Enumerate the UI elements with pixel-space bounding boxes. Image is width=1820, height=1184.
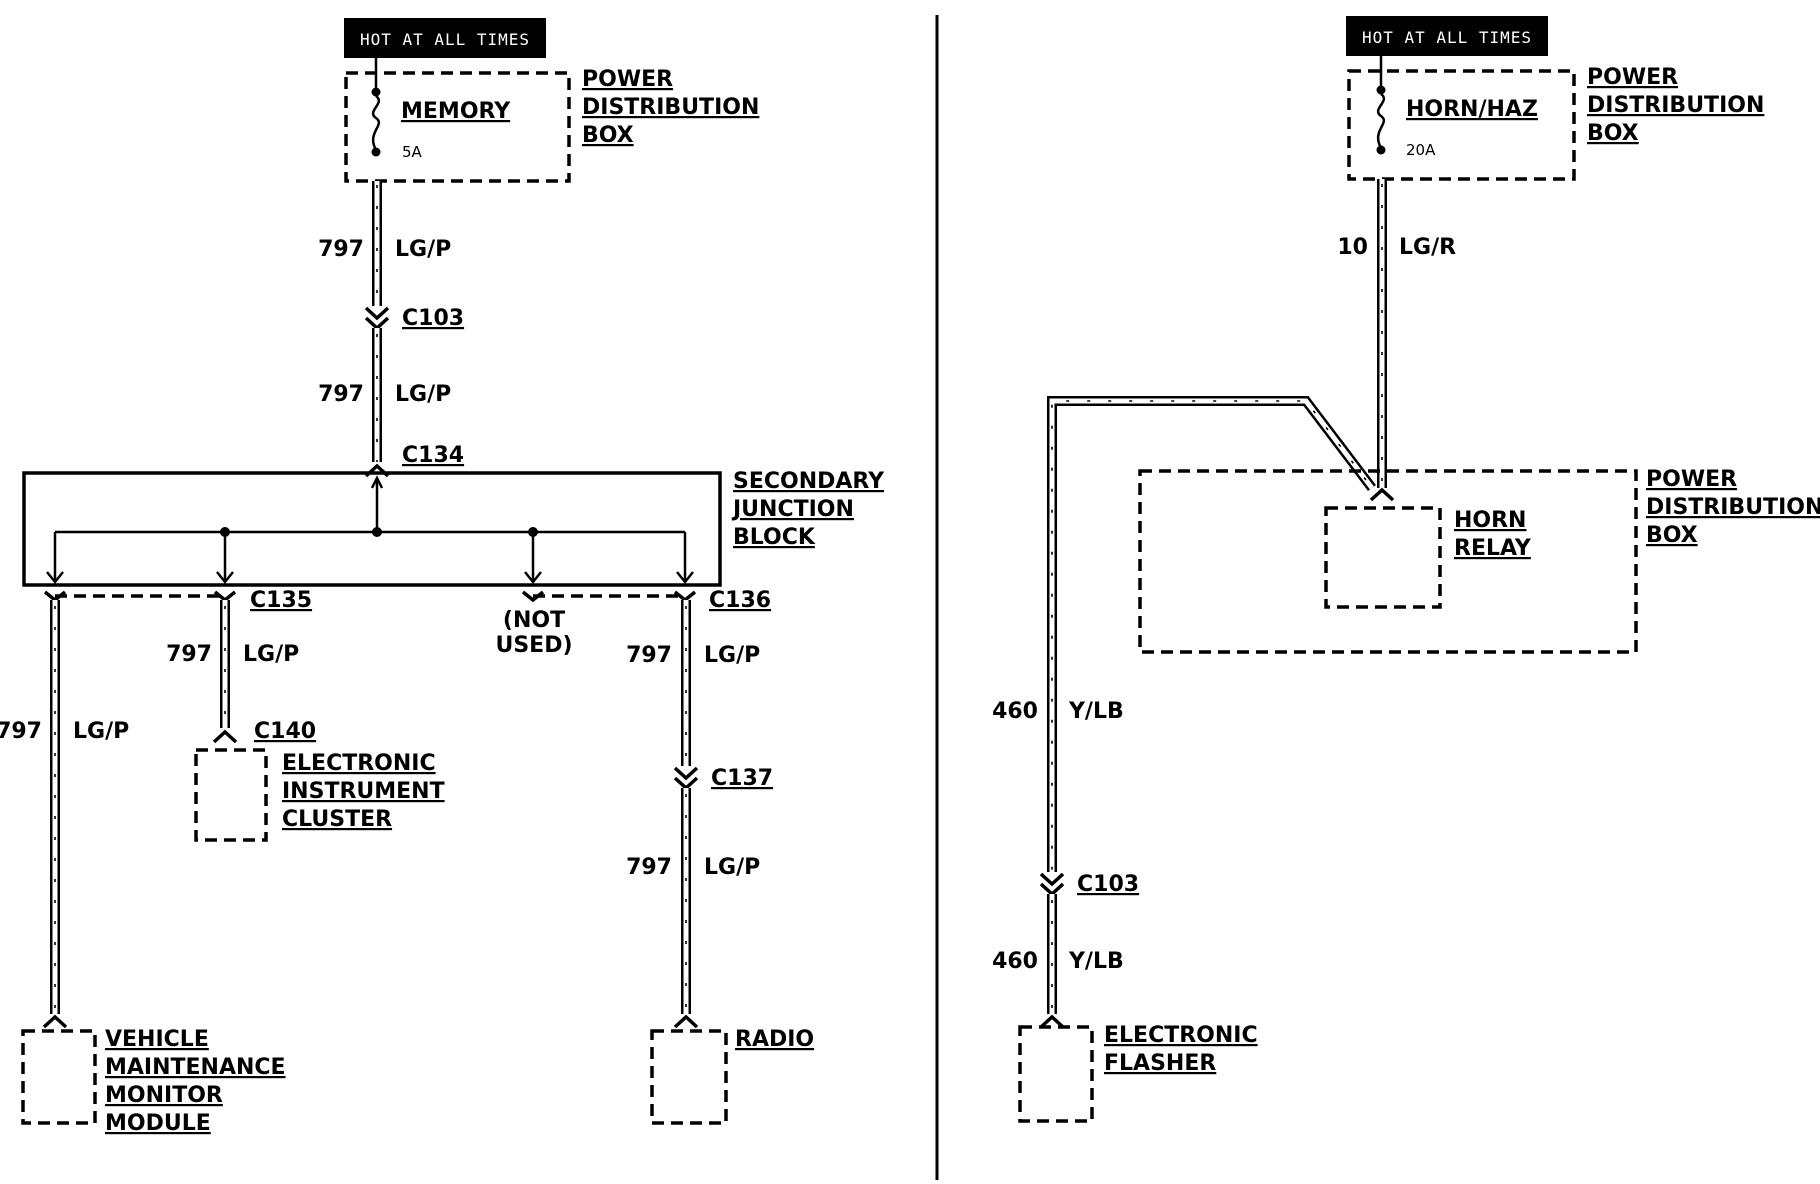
wire-number: 797 (166, 642, 212, 667)
fuse-memory-icon (371, 94, 381, 151)
pdb-label-line1: POWER (582, 67, 673, 92)
eic-label-line3: CLUSTER (282, 807, 392, 832)
connector-radio-icon (673, 1014, 699, 1029)
fuse-name: HORN/HAZ (1406, 97, 1538, 122)
sjb-label-line2: JUNCTION (731, 497, 854, 522)
connector-c134-label: C134 (402, 443, 464, 468)
wire-460-upper (1047, 396, 1376, 872)
wire-color: LG/P (243, 642, 299, 667)
connector-c136-label: C136 (709, 588, 771, 613)
power-distribution-box (344, 71, 571, 183)
wire-color: LG/P (395, 382, 451, 407)
fuse-terminal-top (1376, 85, 1386, 95)
radio-label: RADIO (735, 1027, 814, 1052)
pdb2-label-line2: DISTRIBUTION (1646, 495, 1820, 520)
pdb2-label-line3: BOX (1646, 523, 1698, 548)
pdb-label-line2: DISTRIBUTION (1587, 93, 1764, 118)
left-circuit: HOT AT ALL TIMES MEMORY 5A POWER DISTRIB… (0, 18, 885, 1136)
hot-at-all-times-label: HOT AT ALL TIMES (360, 30, 530, 49)
connector-c103-icon (364, 306, 390, 331)
wire-color: LG/P (395, 237, 451, 262)
connector-c140-label: C140 (254, 719, 316, 744)
vmm-label-line2: MAINTENANCE (105, 1055, 286, 1080)
pdb-label-line3: BOX (582, 123, 634, 148)
power-distribution-box-relay (1138, 469, 1638, 654)
connector-c140-icon (212, 729, 238, 744)
connector-c103-icon (1039, 872, 1065, 897)
wire-number: 797 (318, 382, 364, 407)
sjb-label-line3: BLOCK (733, 525, 816, 550)
relay-connector-icon (1369, 487, 1395, 502)
wire-color: LG/R (1399, 235, 1456, 260)
connector-radio-top-icon (673, 590, 697, 603)
fuse-horn-haz-icon (1376, 92, 1386, 149)
horn-relay-box (1324, 506, 1442, 609)
wire-color: LG/P (704, 855, 760, 880)
vmm-label-line4: MODULE (105, 1111, 211, 1136)
right-circuit: HOT AT ALL TIMES HORN/HAZ 20A POWER DIST… (992, 16, 1820, 1123)
connector-vmm-icon (42, 1014, 68, 1029)
hot-at-all-times-banner (1346, 16, 1548, 56)
fuse-terminal-bottom (371, 147, 381, 157)
wire-color: Y/LB (1068, 949, 1124, 974)
wire-number: 460 (992, 699, 1038, 724)
flasher-label-line1: ELECTRONIC (1104, 1023, 1258, 1048)
connector-c135-label: C135 (250, 588, 312, 613)
eic-label-line2: INSTRUMENT (282, 779, 445, 804)
vehicle-maintenance-monitor-module-box (21, 1029, 97, 1125)
connector-eic-top-icon (213, 590, 237, 603)
pdb2-label-line1: POWER (1646, 467, 1737, 492)
horn-relay-line2: RELAY (1454, 536, 1532, 561)
wire-number: 460 (992, 949, 1038, 974)
pdb-label-line3: BOX (1587, 121, 1639, 146)
sjb-label-line1: SECONDARY (733, 469, 885, 494)
not-used-line2: USED) (495, 633, 572, 658)
connector-c137-label: C137 (711, 766, 773, 791)
power-distribution-box (1347, 69, 1576, 181)
electronic-flasher-box (1018, 1025, 1094, 1123)
fuse-name: MEMORY (401, 99, 511, 124)
connector-c137-icon (673, 766, 699, 791)
pdb-label-line2: DISTRIBUTION (582, 95, 759, 120)
eic-label-line1: ELECTRONIC (282, 751, 436, 776)
connector-not-used-icon (521, 590, 545, 603)
fuse-rating: 5A (402, 143, 423, 161)
electronic-instrument-cluster-box (194, 748, 268, 842)
hot-at-all-times-banner (344, 18, 546, 58)
wire-number: 797 (626, 643, 672, 668)
wire-number: 797 (626, 855, 672, 880)
fuse-terminal-bottom (1376, 145, 1386, 155)
radio-box (650, 1029, 728, 1125)
vmm-label-line1: VEHICLE (105, 1027, 209, 1052)
hot-at-all-times-label: HOT AT ALL TIMES (1362, 28, 1532, 47)
wire-color: Y/LB (1068, 699, 1124, 724)
wire-color: LG/P (73, 719, 129, 744)
connector-c103-label: C103 (402, 306, 464, 331)
flasher-label-line2: FLASHER (1104, 1051, 1216, 1076)
connector-c103-label: C103 (1077, 872, 1139, 897)
horn-relay-line1: HORN (1454, 508, 1526, 533)
wire-number: 10 (1337, 235, 1368, 260)
connector-flasher-icon (1039, 1014, 1065, 1029)
wire-number: 797 (318, 237, 364, 262)
wire-color: LG/P (704, 643, 760, 668)
secondary-junction-block (22, 471, 722, 587)
wire-number: 797 (0, 719, 42, 744)
fuse-rating: 20A (1406, 141, 1436, 159)
pdb-label-line1: POWER (1587, 65, 1678, 90)
fuse-terminal-top (371, 87, 381, 97)
vmm-label-line3: MONITOR (105, 1083, 223, 1108)
junction-bus (46, 475, 694, 585)
not-used-line1: (NOT (503, 608, 565, 633)
